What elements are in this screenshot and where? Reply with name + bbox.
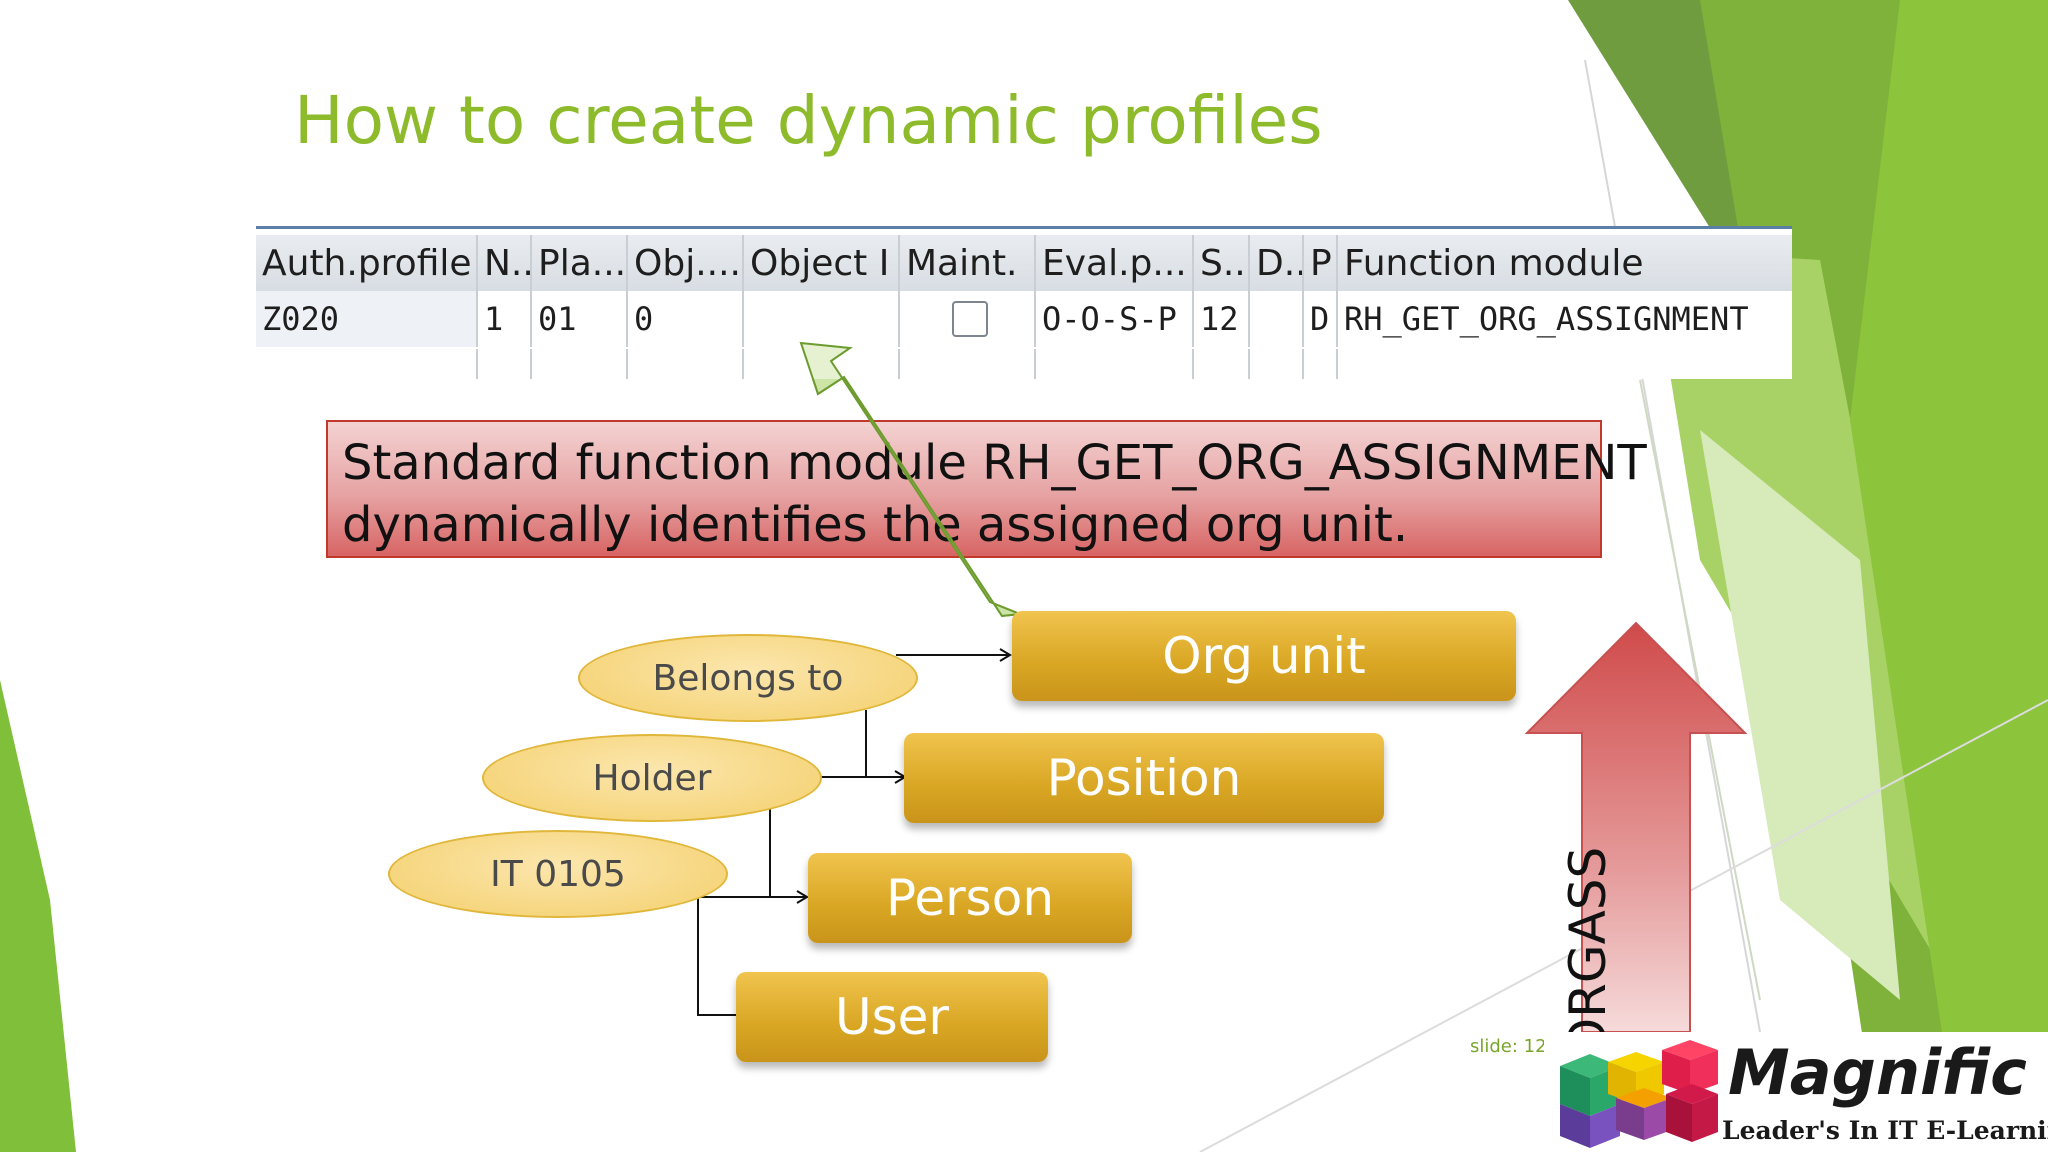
callout-line-1: Standard function module RH_GET_ORG_ASSI… [342, 435, 1647, 491]
green-strip-left [0, 680, 76, 1152]
callout-line-2: dynamically identifies the assigned org … [342, 497, 1409, 553]
sap-header-row: Auth.profile N.. Pla... Obj.... Object I… [256, 235, 1792, 291]
slide-number: slide: 12 [1470, 1036, 1547, 1057]
col-header-d[interactable]: D.. [1250, 235, 1304, 291]
cell-eval-path[interactable]: O-O-S-P [1036, 291, 1194, 347]
object-position: Position [904, 733, 1384, 823]
logo-tagline: Leader's In IT E-Learning [1722, 1116, 2048, 1145]
maint-checkbox[interactable] [952, 301, 988, 337]
logo-name: Magnific [1728, 1036, 2027, 1109]
col-header-eval-path[interactable]: Eval.p... [1036, 235, 1194, 291]
sap-table: Auth.profile N.. Pla... Obj.... Object I… [256, 226, 1792, 379]
col-header-s[interactable]: S.. [1194, 235, 1250, 291]
cell-plan[interactable]: 01 [532, 291, 628, 347]
cell-function-module[interactable]: RH_GET_ORG_ASSIGNMENT [1344, 300, 1749, 338]
logo-cubes-icon [1560, 1040, 1718, 1148]
col-header-plan[interactable]: Pla... [532, 235, 628, 291]
green-panel-pale [1700, 430, 1900, 1000]
cell-object-id[interactable] [744, 291, 900, 347]
cell-p[interactable]: D [1304, 291, 1338, 347]
col-header-maint[interactable]: Maint. [900, 235, 1036, 291]
relation-belongs-to: Belongs to [578, 634, 918, 722]
cell-auth-profile[interactable]: Z020 [256, 291, 478, 347]
slide-title: How to create dynamic profiles [294, 82, 1323, 159]
callout-box: Standard function module RH_GET_ORG_ASSI… [326, 420, 1647, 558]
relation-it-0105: IT 0105 [388, 830, 728, 918]
col-header-function-module[interactable]: Function module [1344, 242, 1644, 284]
orgass-arrow [1524, 621, 1748, 1033]
cell-d[interactable] [1250, 291, 1304, 347]
table-row-empty [256, 349, 1792, 379]
col-header-auth-profile[interactable]: Auth.profile [256, 235, 478, 291]
object-person: Person [808, 853, 1132, 943]
cell-maint [900, 291, 1036, 347]
orgass-label: ORGASS [1559, 846, 1617, 1058]
table-row[interactable]: Z020 1 01 0 O-O-S-P 12 D RH_GET_ORG_ASSI… [256, 291, 1792, 347]
object-org-unit: Org unit [1012, 611, 1516, 701]
relation-holder: Holder [482, 734, 822, 822]
cell-s[interactable]: 12 [1194, 291, 1250, 347]
col-header-object-id[interactable]: Object I [744, 235, 900, 291]
col-header-p[interactable]: P [1304, 235, 1338, 291]
green-panel-right [1850, 0, 2048, 1152]
cell-obj[interactable]: 0 [628, 291, 744, 347]
col-header-n[interactable]: N.. [478, 235, 532, 291]
col-header-obj[interactable]: Obj.... [628, 235, 744, 291]
object-user: User [736, 972, 1048, 1062]
cell-n[interactable]: 1 [478, 291, 532, 347]
